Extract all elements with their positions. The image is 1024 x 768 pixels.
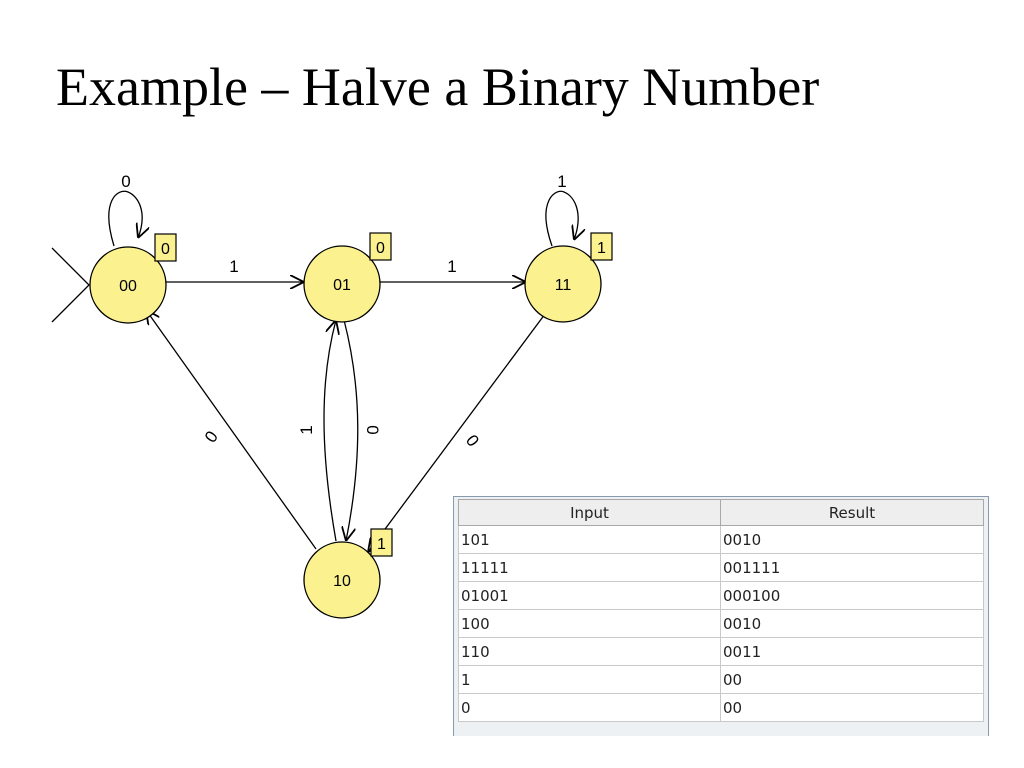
transition-10-01: 1 [297,320,336,542]
input-cell[interactable]: 101 [458,525,721,554]
state-10[interactable]: 10 1 [303,528,393,619]
transition-01-10: 0 [344,319,382,541]
results-table: Input Result 101 0010 11111 001111 01001… [458,499,984,722]
transition-00-01: 1 [166,257,304,282]
table-row[interactable]: 101 0010 [458,525,984,554]
result-cell[interactable]: 001111 [720,553,984,582]
transition-10-00-label: 0 [201,428,222,447]
result-cell[interactable]: 0010 [720,525,984,554]
transition-11-11-label: 1 [557,172,566,191]
table-row[interactable]: 01001 000100 [458,581,984,610]
input-cell[interactable]: 01001 [458,581,721,610]
table-row[interactable]: 1 00 [458,665,984,694]
state-10-circle [303,541,381,619]
transition-01-11: 1 [380,257,526,282]
state-10-output: 1 [377,536,386,553]
table-row[interactable]: 11111 001111 [458,553,984,582]
column-header-input[interactable]: Input [458,499,721,526]
input-cell[interactable]: 0 [458,693,721,722]
input-cell[interactable]: 1 [458,665,721,694]
result-cell[interactable]: 00 [720,665,984,694]
table-row[interactable]: 100 0010 [458,609,984,638]
input-cell[interactable]: 100 [458,609,721,638]
initial-state-arrow [51,247,90,323]
state-01[interactable]: 01 0 [303,232,392,323]
transition-11-10-label: 0 [462,431,483,450]
state-11-output-box [590,232,613,261]
transition-00-00: 0 [108,172,142,247]
state-11-output: 1 [597,240,606,257]
input-cell[interactable]: 11111 [458,553,721,582]
table-row[interactable]: 110 0011 [458,637,984,666]
transition-00-00-label: 0 [121,172,130,191]
state-00-circle [89,246,167,324]
transition-01-11-label: 1 [447,257,456,276]
transition-10-00: 0 [146,310,317,550]
state-11[interactable]: 11 1 [524,232,613,323]
column-header-result[interactable]: Result [720,499,984,526]
state-10-label: 10 [333,573,351,590]
results-panel: Input Result 101 0010 11111 001111 01001… [453,496,989,736]
state-01-output-box [369,232,392,261]
transition-00-01-label: 1 [229,257,238,276]
table-row[interactable]: 0 00 [458,693,984,722]
result-cell[interactable]: 000100 [720,581,984,610]
state-01-circle [303,245,381,323]
transition-01-10-label: 0 [363,425,382,434]
state-01-output: 0 [376,240,385,257]
state-00-output: 0 [161,241,170,258]
transition-10-01-label: 1 [297,425,316,434]
results-header-row: Input Result [458,499,984,526]
state-11-label: 11 [555,277,572,294]
slide-title: Example – Halve a Binary Number [56,57,820,117]
result-cell[interactable]: 0010 [720,609,984,638]
result-cell[interactable]: 0011 [720,637,984,666]
transition-11-11: 1 [545,172,578,247]
state-00-label: 00 [119,278,137,295]
result-cell[interactable]: 00 [720,693,984,722]
state-01-label: 01 [333,277,351,294]
state-10-output-box [370,528,393,557]
state-11-circle [524,245,602,323]
state-00[interactable]: 00 0 [89,233,177,324]
input-cell[interactable]: 110 [458,637,721,666]
state-00-output-box [154,233,177,262]
